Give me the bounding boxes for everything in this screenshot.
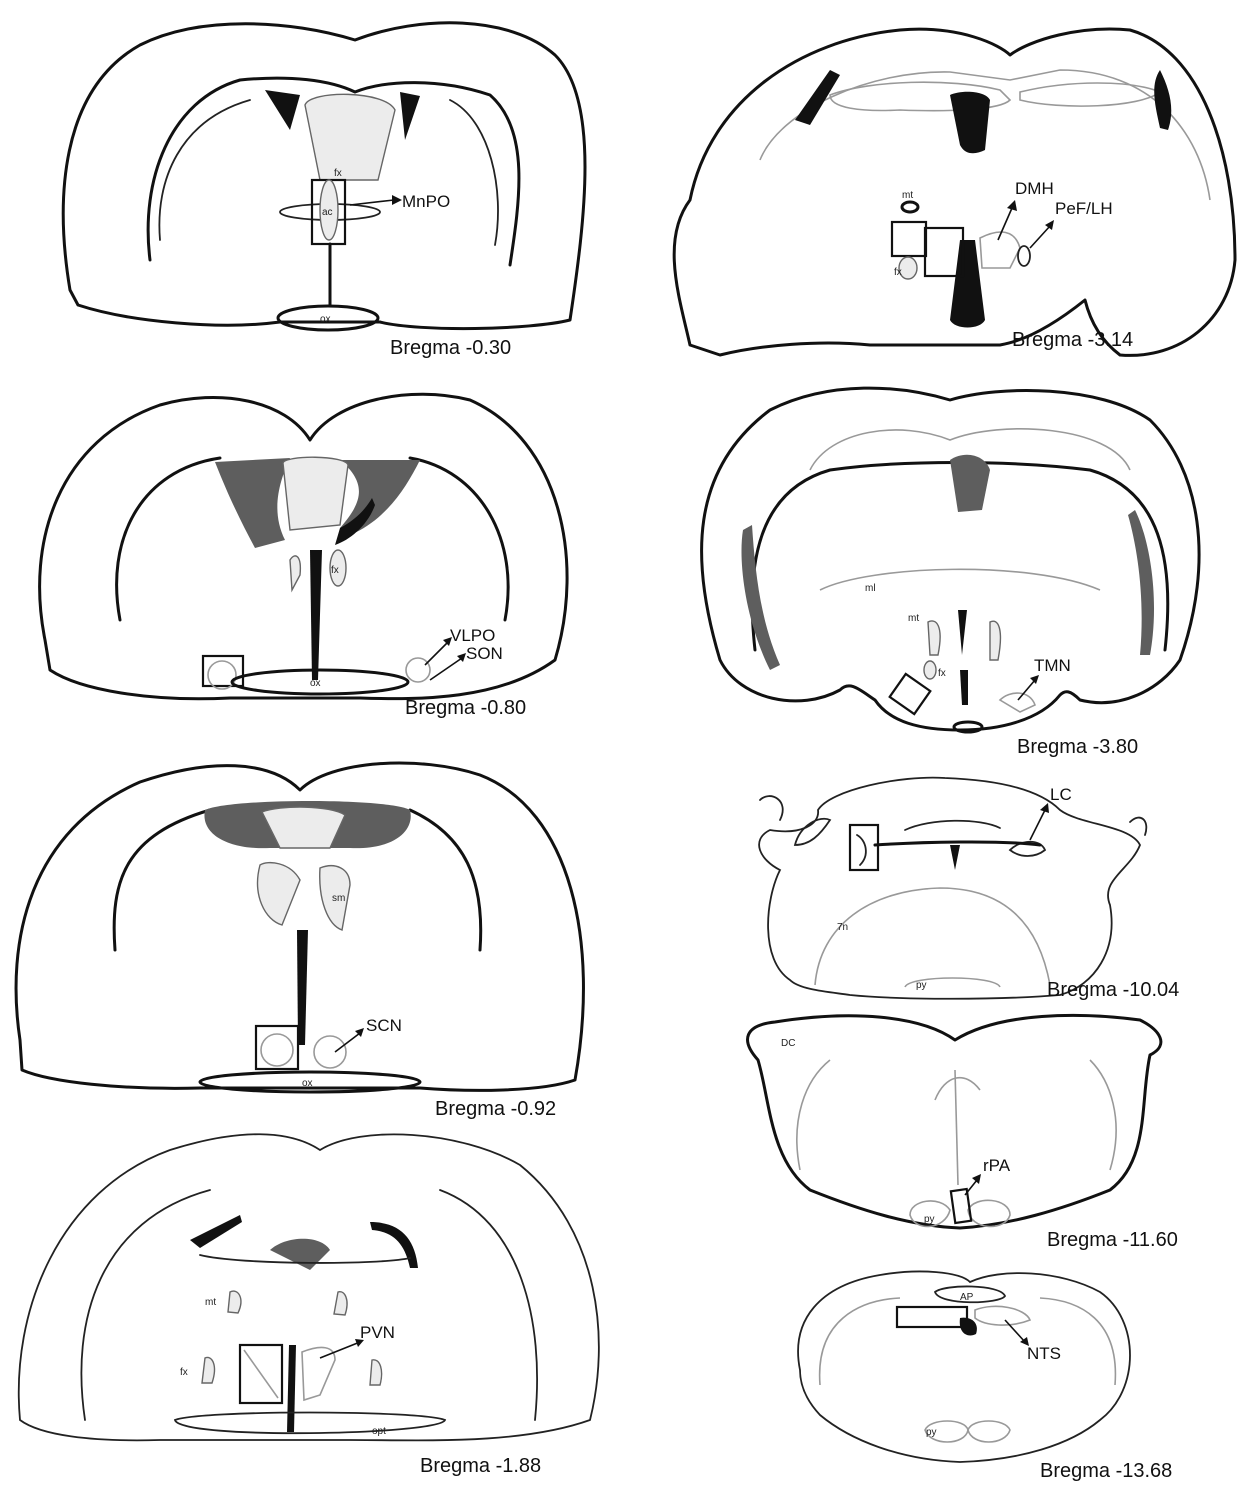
label-ox: ox [310, 678, 321, 689]
bregma-label: Bregma -13.68 [1040, 1460, 1172, 1482]
region-box [256, 1026, 298, 1069]
nucleus-label-mnpo: MnPO [402, 192, 450, 211]
label-mt: mt [902, 190, 913, 201]
region-box [890, 674, 931, 714]
region-box [850, 825, 878, 870]
nucleus-label-rpa: rPA [983, 1156, 1011, 1175]
region-box [951, 1189, 971, 1223]
section-bregma-1-88: mt fx PVN opt Bregma -1.88 [19, 1134, 599, 1477]
label-opt: opt [372, 1426, 386, 1437]
section-outline [748, 1015, 1161, 1228]
region-box [892, 222, 926, 256]
bregma-label: Bregma -3.14 [1012, 329, 1133, 351]
section-bregma-0-80: fx ox VLPO SON Bregma -0.80 [40, 394, 567, 719]
section-bregma-0-30: fx ac ox MnPO Bregma -0.30 [63, 23, 585, 359]
label-ml: ml [865, 583, 876, 594]
label-fx: fx [180, 1367, 188, 1378]
bregma-label: Bregma -0.80 [405, 697, 526, 719]
nucleus-label-pef-lh: PeF/LH [1055, 199, 1113, 218]
label-fx: fx [894, 267, 902, 278]
section-bregma-0-92: sm ox SCN Bregma -0.92 [16, 763, 583, 1120]
nucleus-label-nts: NTS [1027, 1344, 1061, 1363]
bregma-label: Bregma -0.30 [390, 337, 511, 359]
label-sm: sm [332, 893, 345, 904]
section-bregma-3-80: ml mt fx TMN Bregma -3.80 [702, 388, 1200, 758]
label-7n: 7n [837, 922, 848, 933]
septum [283, 457, 348, 530]
section-bregma-11-60: py DC rPA Bregma -11.60 [748, 1015, 1178, 1251]
nucleus-label-son: SON [466, 644, 503, 663]
label-ac: ac [322, 207, 333, 218]
region-box [897, 1307, 967, 1327]
bregma-label: Bregma -11.60 [1047, 1229, 1178, 1251]
section-outline [19, 1134, 599, 1440]
nucleus-label-pvn: PVN [360, 1323, 395, 1342]
bregma-label: Bregma -3.80 [1017, 736, 1138, 758]
bregma-label: Bregma -1.88 [420, 1455, 541, 1477]
nucleus-label-tmn: TMN [1034, 656, 1071, 675]
nucleus-label-dmh: DMH [1015, 179, 1054, 198]
bregma-label: Bregma -10.04 [1047, 979, 1179, 1001]
label-py: py [924, 1214, 935, 1225]
label-mt: mt [205, 1297, 216, 1308]
label-py: py [926, 1427, 937, 1438]
label-ap: AP [960, 1292, 974, 1303]
label-mt: mt [908, 613, 919, 624]
label-fx: fx [938, 668, 946, 679]
label-py: py [916, 980, 927, 991]
label-fx: fx [331, 565, 339, 576]
section-bregma-3-14: mt fx DMH PeF/LH Bregma -3.14 [674, 29, 1235, 355]
third-ventricle [950, 455, 990, 512]
nucleus-label-lc: LC [1050, 785, 1072, 804]
section-bregma-10-04: 7n py LC Bregma -10.04 [759, 778, 1179, 1001]
section-bregma-13-68: AP py NTS Bregma -13.68 [798, 1271, 1172, 1482]
nucleus-label-vlpo: VLPO [450, 626, 495, 645]
nucleus-label-scn: SCN [366, 1016, 402, 1035]
bregma-label: Bregma -0.92 [435, 1098, 556, 1120]
label-dc: DC [781, 1038, 795, 1049]
label-fx: fx [334, 168, 342, 179]
septum [305, 94, 395, 180]
label-ox: ox [302, 1078, 313, 1089]
label-ox: ox [320, 314, 331, 325]
